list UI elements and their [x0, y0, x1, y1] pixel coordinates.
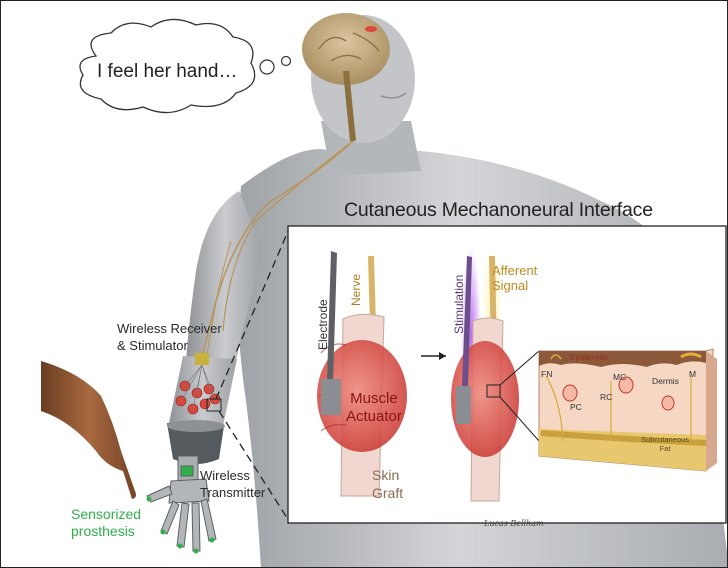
epidermis-label: Epidermis [570, 352, 608, 362]
transmitter-label-line2: Transmitter [200, 484, 265, 501]
interface-title: Cutaneous Mechanoneural Interface [344, 199, 653, 221]
pc-label: PC [570, 402, 582, 412]
muscle-actuator-label: Muscle Actuator [346, 390, 402, 426]
electrode-label: Electrode [316, 299, 330, 350]
skin-label-line1: Skin [372, 466, 403, 484]
prosthesis-label-line1: Sensorized [71, 506, 141, 523]
skin-graft-label: Skin Graft [372, 466, 403, 502]
muscle-label-line2: Actuator [346, 408, 402, 426]
subcutaneous-line1: Subcutaneous [641, 435, 689, 444]
mc-label: MC [613, 372, 626, 382]
receiver-label-line1: Wireless Receiver [117, 320, 222, 337]
forearm [169, 356, 237, 426]
prosthesis-label-line2: prosthesis [71, 523, 141, 540]
m-label: M [689, 369, 696, 379]
afferent-label-line1: Afferent [492, 263, 537, 278]
subcutaneous-fat-label: Subcutaneous Fat [641, 435, 689, 453]
receiver-label: Wireless Receiver & Stimulator [117, 320, 222, 354]
human-hand [41, 361, 136, 499]
dermis-label: Dermis [652, 376, 679, 386]
muscle-label-line1: Muscle [346, 390, 402, 408]
skin-label-line2: Graft [372, 484, 403, 502]
fn-label: FN [541, 369, 552, 379]
thought-text: I feel her hand… [97, 61, 237, 83]
nerve-label: Nerve [349, 274, 363, 306]
afferent-label-line2: Signal [492, 278, 537, 293]
rc-label: RC [600, 392, 612, 402]
afferent-signal-label: Afferent Signal [492, 263, 537, 293]
stimulation-label: Stimulation [452, 275, 466, 334]
transmitter-label-line1: Wireless [200, 467, 265, 484]
artist-signature: Lucas Bellham [484, 519, 544, 528]
subcutaneous-line2: Fat [641, 444, 689, 453]
receiver-label-line2: & Stimulator [117, 337, 222, 354]
prosthesis-label: Sensorized prosthesis [71, 506, 141, 540]
transmitter-label: Wireless Transmitter [200, 467, 265, 501]
